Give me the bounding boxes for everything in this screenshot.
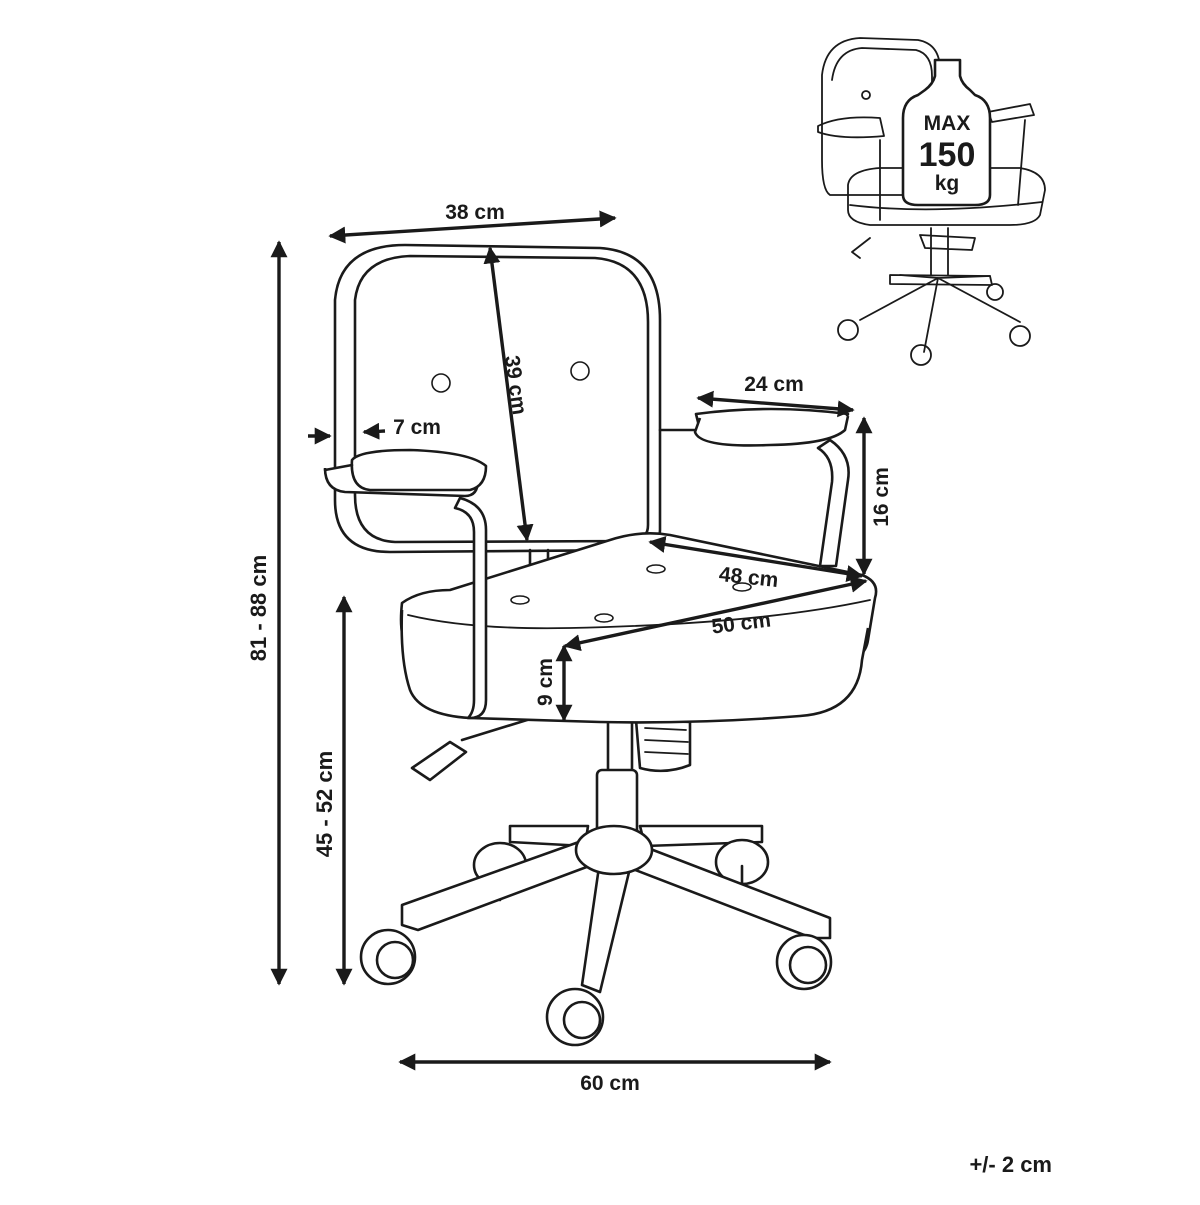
dim-backrest-height-arrow [483,246,534,542]
max-load-line2: 150 [919,136,976,174]
height-lever [410,714,542,782]
dim-seat-height-label: 45 - 52 cm [312,751,337,857]
chair-drawing [323,243,878,1047]
dim-backrest-width-label: 38 cm [445,201,505,224]
dim-back-thickness-arrow-right [362,422,386,440]
dim-armrest-length-arrow [696,390,855,418]
dim-armrest-height-label: 16 cm [870,467,893,527]
dim-back-thickness-label: 7 cm [393,416,441,439]
casters [359,928,833,1047]
dim-seat-thickness-label: 9 cm [534,658,557,706]
dim-base-width-label: 60 cm [580,1072,640,1095]
dim-armrest-length-label: 24 cm [744,373,804,396]
dim-total-height-label: 81 - 88 cm [246,555,271,661]
max-load-line3: kg [935,172,960,195]
dim-backrest-width-arrow [328,210,617,244]
dim-seat-width-arrow [563,575,868,652]
max-load-line1: MAX [924,112,971,135]
max-load-inset: MAX 150 kg [817,37,1046,366]
seat [399,532,878,724]
inset-chair [817,37,1046,366]
gas-lift [595,716,692,838]
base-front-legs [400,824,832,994]
weight-icon [901,58,992,207]
tolerance-note: +/- 2 cm [969,1152,1052,1177]
dimension-lines: 38 cm 39 cm 7 cm 24 cm 16 cm 48 cm 50 cm… [246,201,893,1095]
dim-seat-depth-arrow [648,536,864,582]
